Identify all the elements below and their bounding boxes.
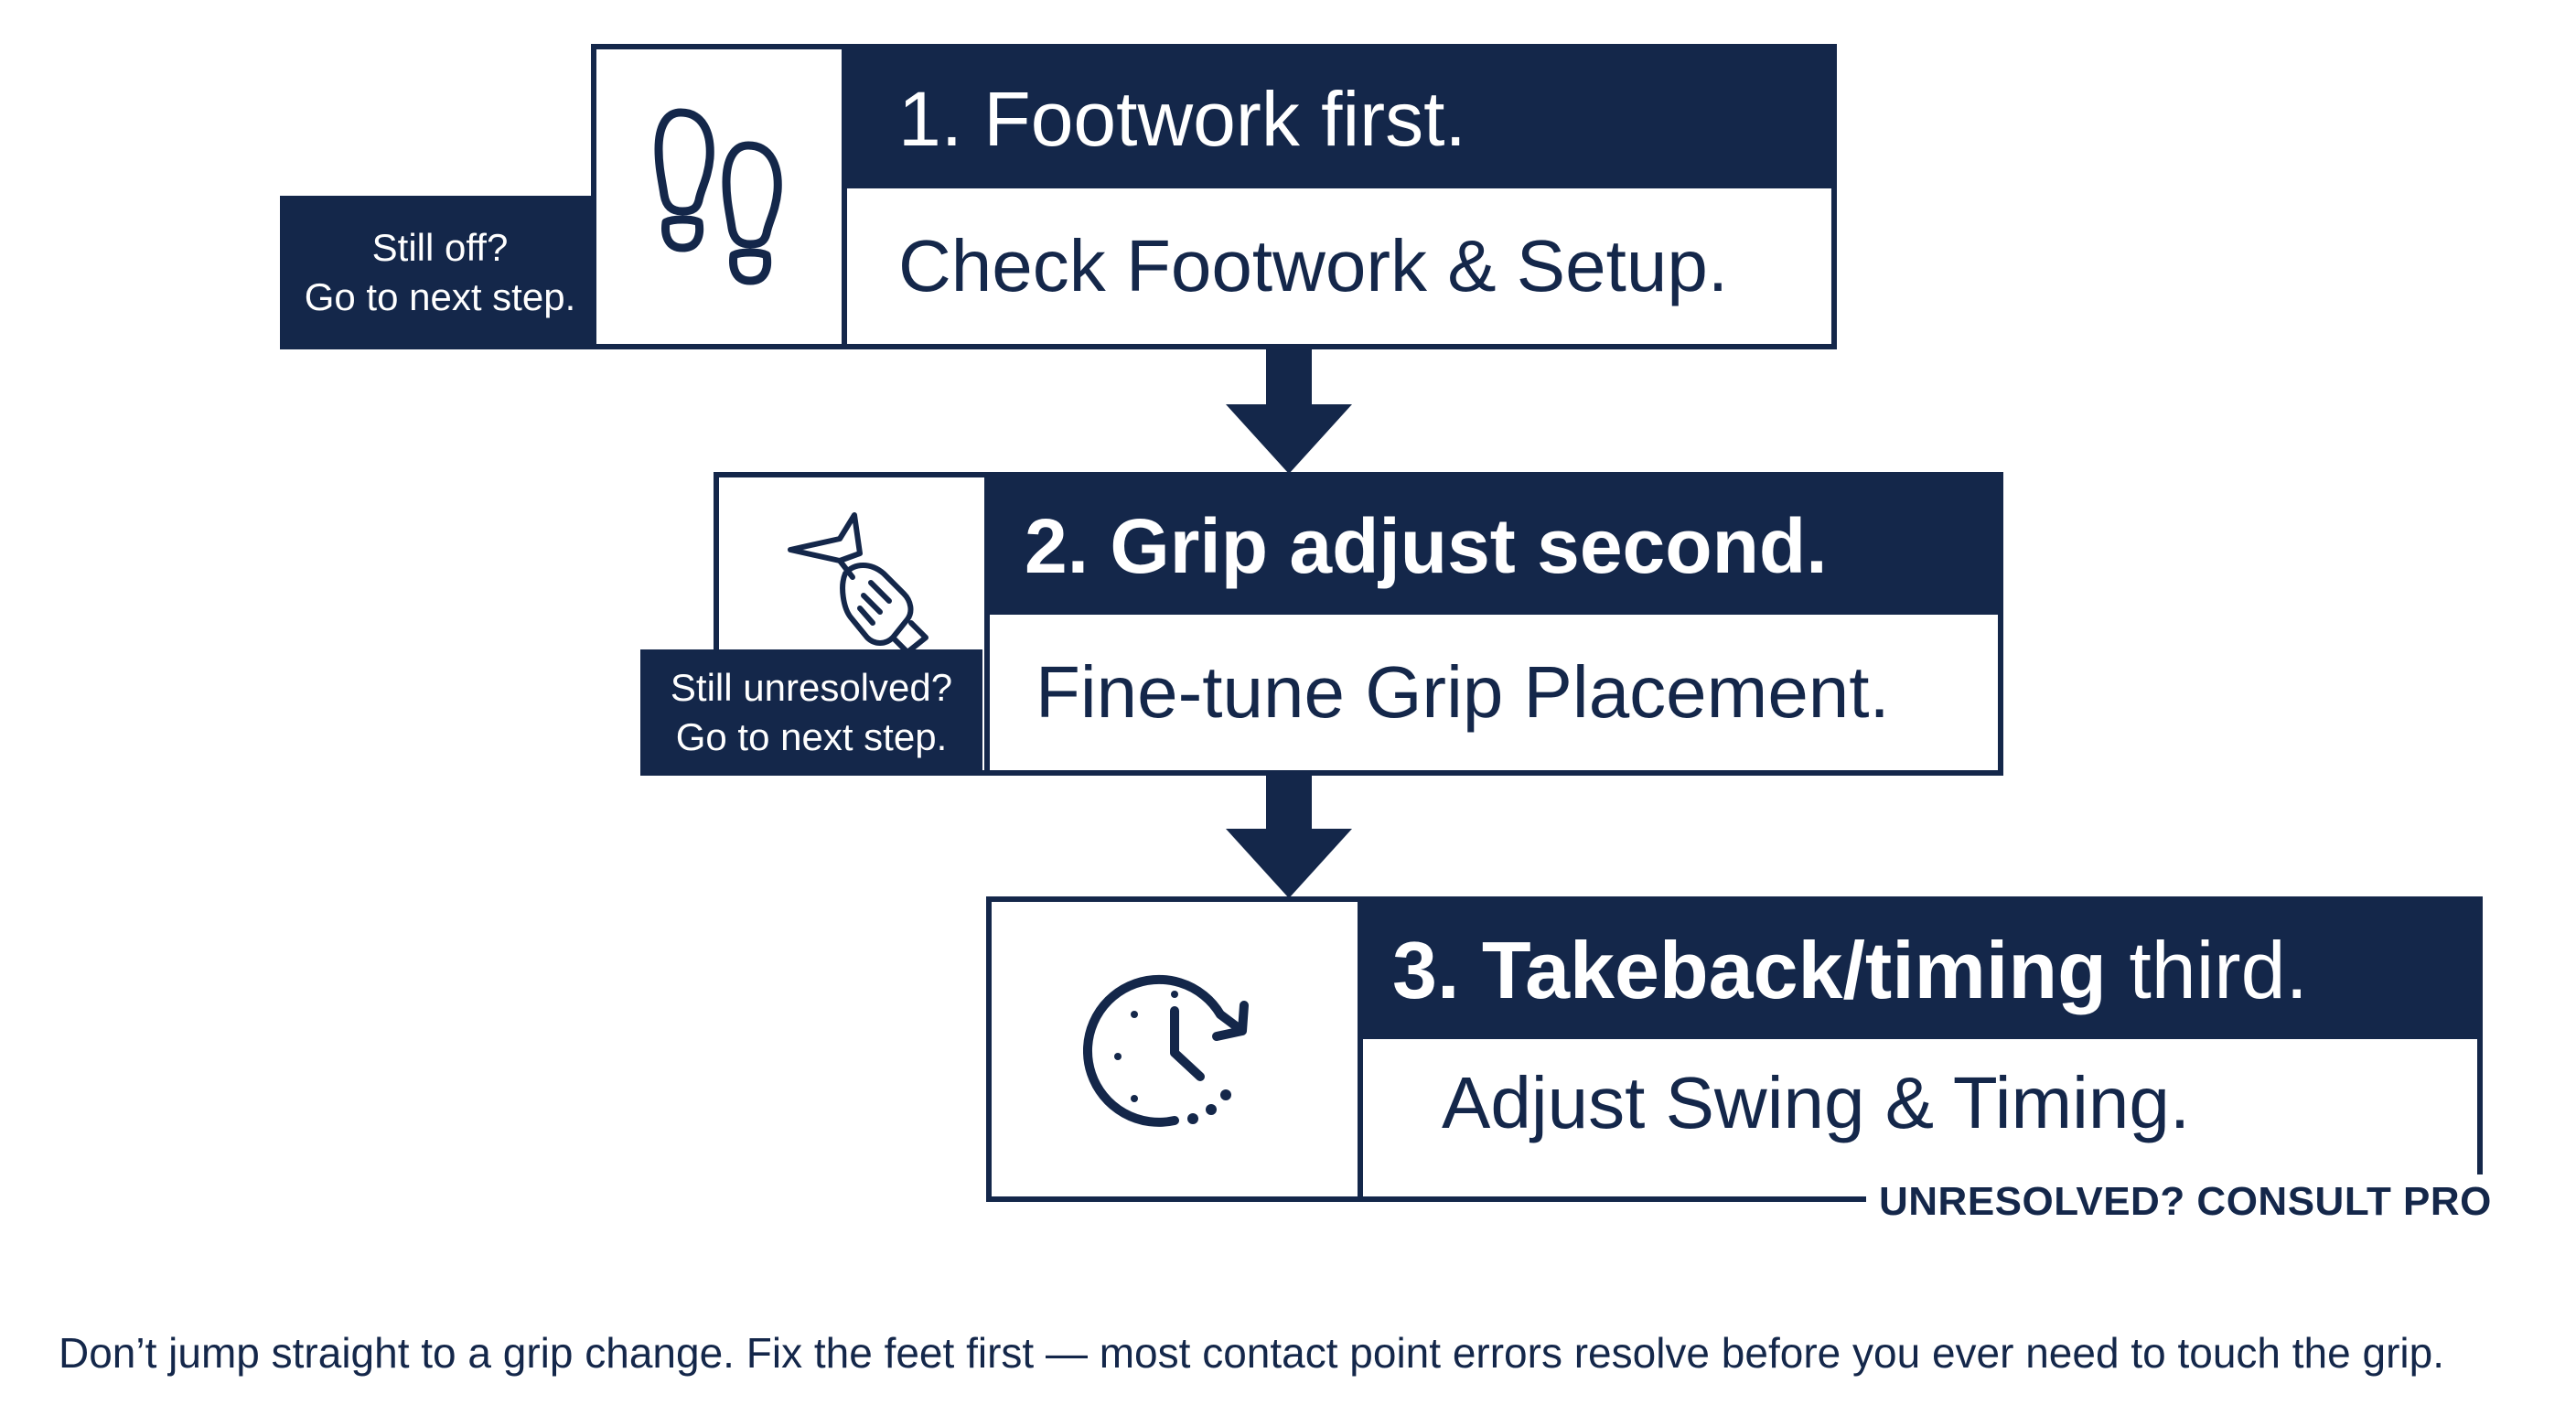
step-3-body: Adjust Swing & Timing. — [1363, 1039, 2477, 1167]
footer-note: Don’t jump straight to a grip change. Fi… — [59, 1329, 2444, 1377]
step-2-side-note-line-2: Go to next step. — [675, 715, 948, 758]
step-2-heading: 2. Grip adjust second. — [1025, 502, 1828, 589]
hand-grip-racket-icon — [783, 509, 939, 656]
arrow-down-2 — [1220, 776, 1358, 902]
step-2-body: Fine-tune Grip Placement. — [990, 615, 1998, 770]
step-1-side-note: Still off? Go to next step. — [280, 196, 600, 349]
step-1-side-note-line-1: Still off? — [371, 226, 509, 269]
step-2-action: Fine-tune Grip Placement. — [1036, 651, 1890, 733]
step-2-side-note-line-1: Still unresolved? — [670, 666, 953, 709]
step-1-action: Check Footwork & Setup. — [898, 225, 1729, 306]
step-1-body: Check Footwork & Setup. — [847, 188, 1831, 344]
step-2-heading-bar: 2. Grip adjust second. — [984, 477, 1998, 615]
step-3-action: Adjust Swing & Timing. — [1442, 1062, 2191, 1143]
step-2-side-note: Still unresolved? Go to next step. — [640, 649, 982, 776]
step-1-heading-bar: 1. Footwork first. — [847, 49, 1831, 188]
step-3-icon-cell — [992, 902, 1363, 1196]
step-1-side-note-line-2: Go to next step. — [304, 275, 576, 318]
step-3-card: 3. Takeback/timing third. Adjust Swing &… — [986, 896, 2483, 1202]
step-3-heading: 3. Takeback/timing third. — [1392, 924, 2308, 1017]
step-2-divider — [984, 615, 990, 770]
step-1-icon-cell — [596, 49, 847, 344]
clock-rotate-icon — [1083, 958, 1266, 1141]
escalation-label: UNRESOLVED? CONSULT PRO — [1866, 1174, 2505, 1229]
step-3-heading-bold: 3. Takeback/timing — [1392, 925, 2107, 1015]
step-1-card: 1. Footwork first. Check Footwork & Setu… — [591, 44, 1837, 349]
step-3-heading-rest: third. — [2106, 925, 2308, 1015]
step-3-heading-bar: 3. Takeback/timing third. — [1363, 902, 2477, 1039]
footprints-icon — [646, 105, 792, 288]
step-1-heading: 1. Footwork first. — [898, 75, 1466, 162]
arrow-down-1 — [1220, 349, 1358, 477]
